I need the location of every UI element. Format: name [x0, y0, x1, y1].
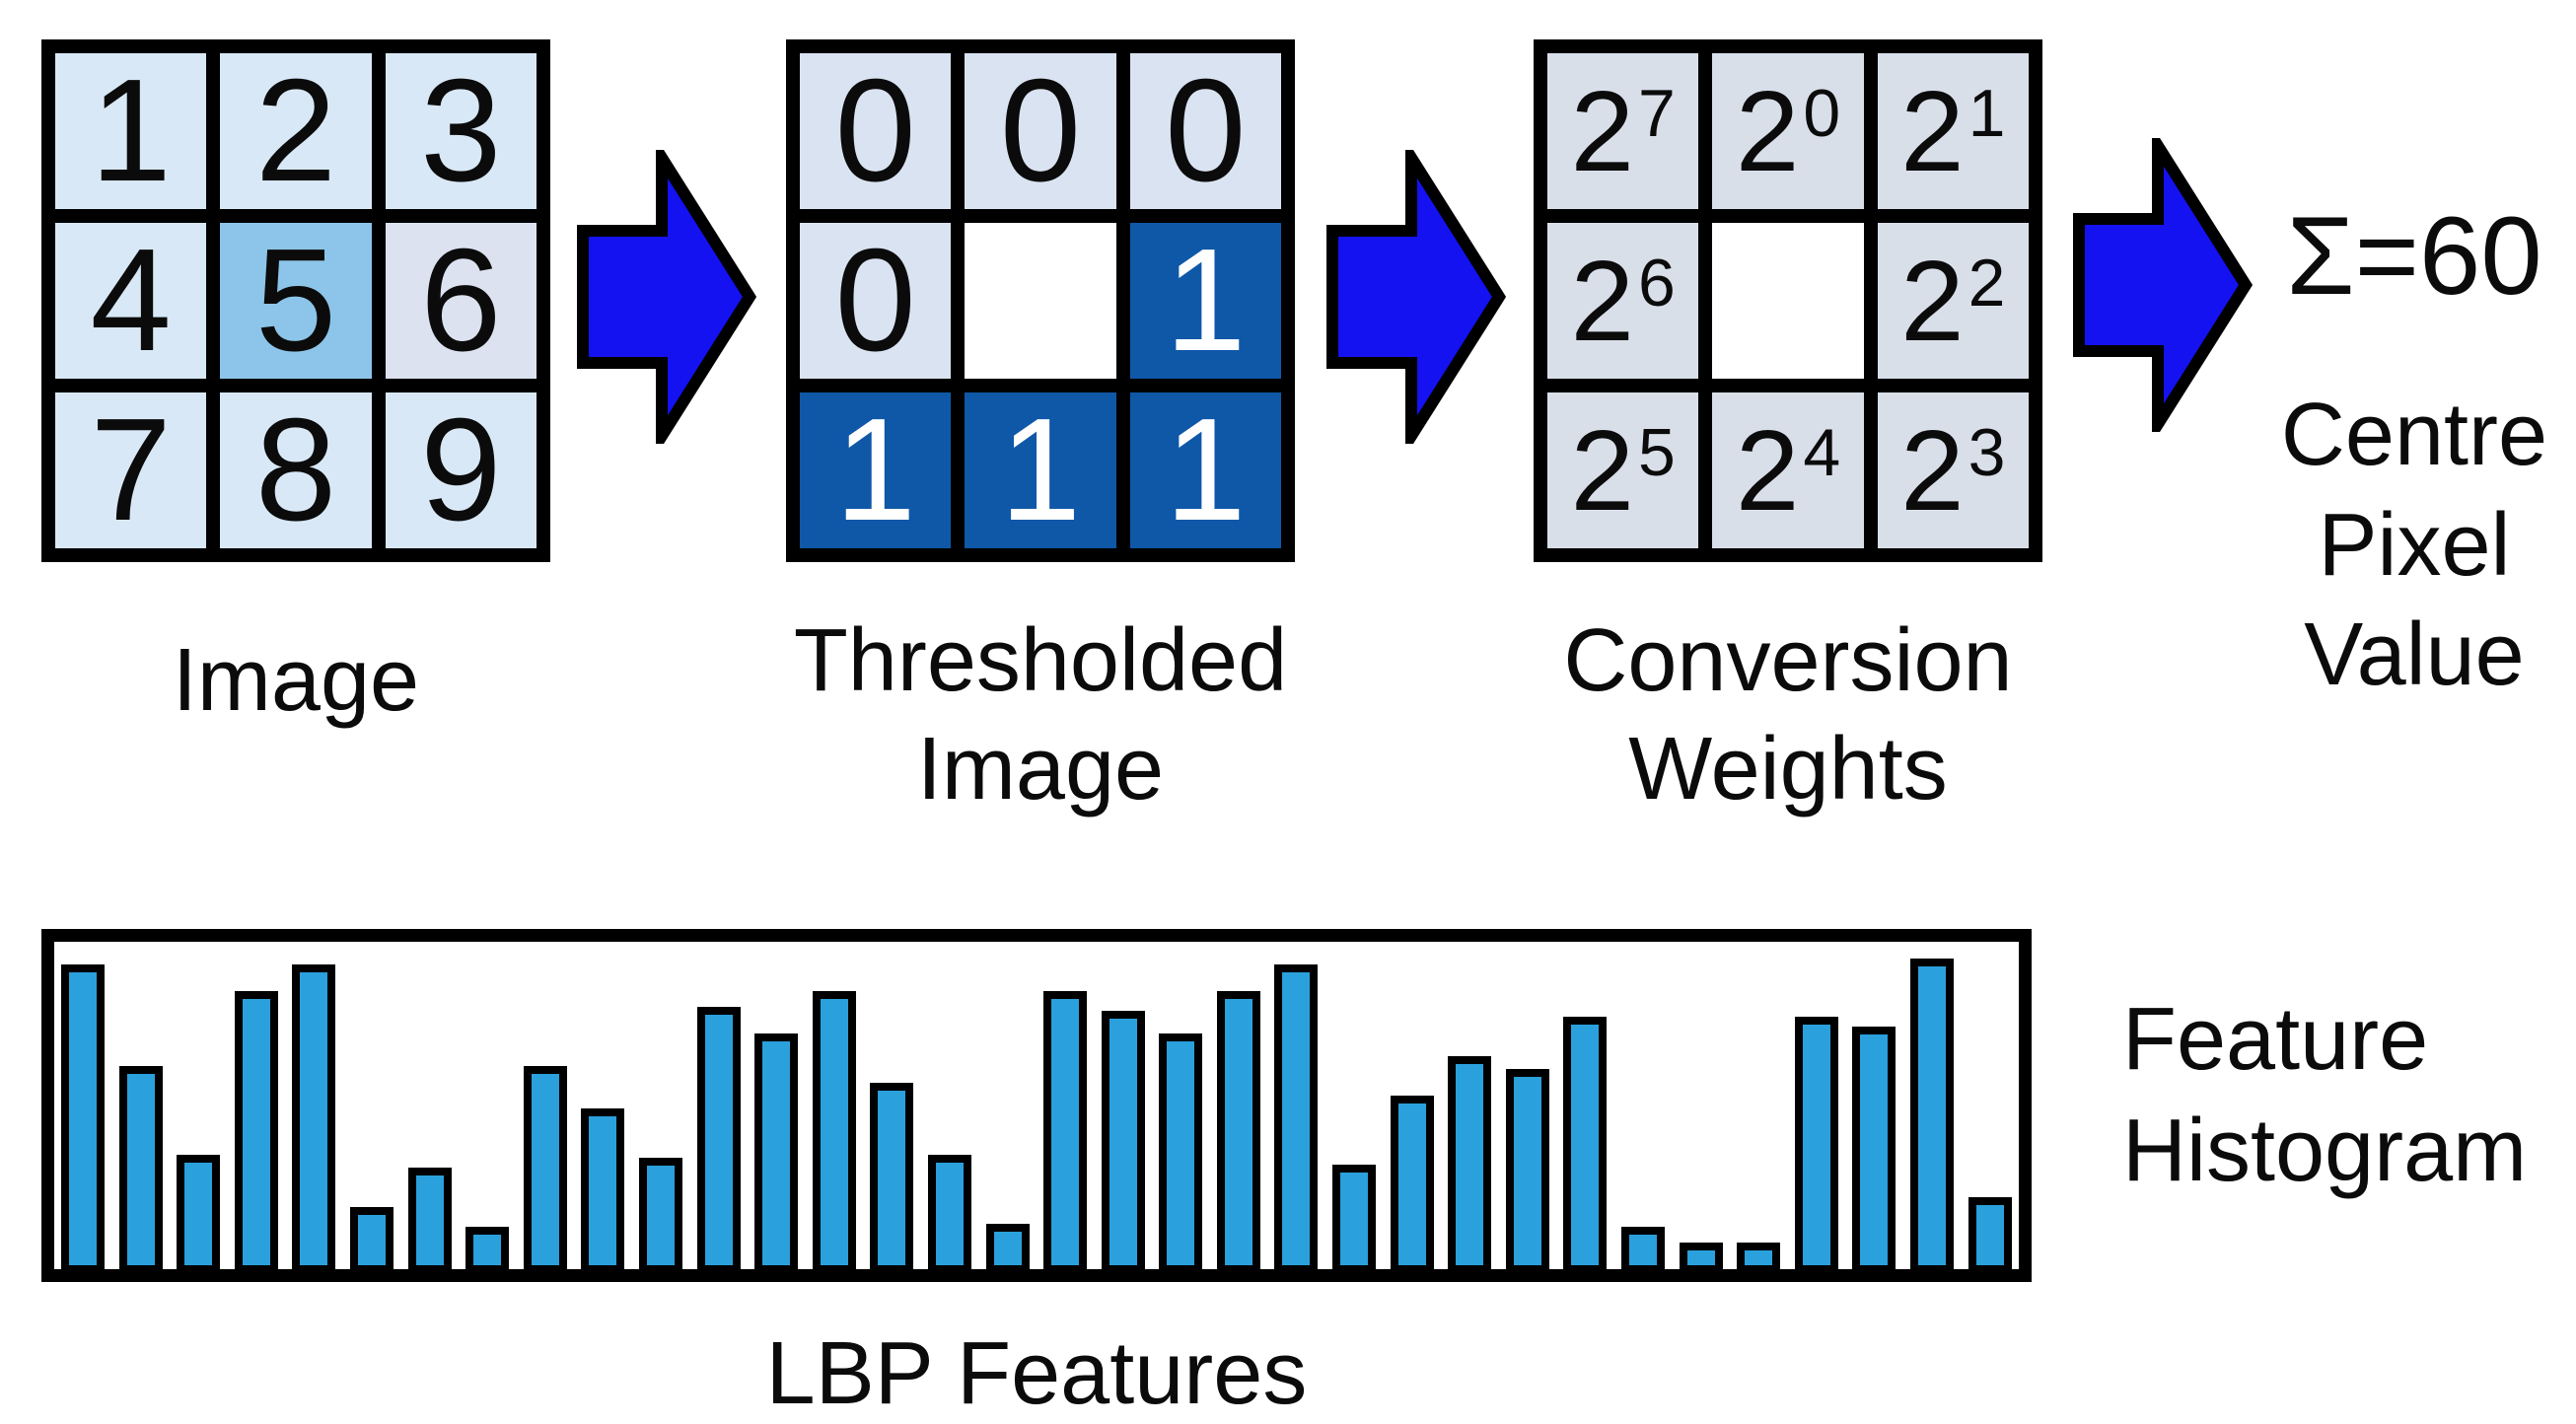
right-arrow-icon [1326, 150, 1506, 444]
histogram-bar [1968, 1196, 2012, 1269]
centre-pixel-value-line3: Value [2304, 605, 2525, 705]
feature-histogram-label-line2: Histogram [2122, 1102, 2528, 1201]
grid-cell: 9 [385, 392, 537, 548]
histogram-bar [812, 990, 856, 1269]
histogram-bar [581, 1108, 625, 1269]
grid-cell: 1 [1129, 223, 1281, 379]
histogram-bar [1043, 990, 1088, 1269]
grid-cell: 0 [800, 53, 952, 209]
feature-histogram [41, 929, 2032, 1282]
histogram-bar [1505, 1069, 1549, 1269]
grid-cell: 2 [220, 53, 372, 209]
histogram-bar [1101, 1010, 1145, 1269]
histogram-bar [985, 1223, 1030, 1269]
histogram-bar [407, 1168, 452, 1269]
histogram-bar [754, 1032, 799, 1269]
histogram-bar [465, 1226, 510, 1269]
centre-pixel-value-label: Centre Pixel Value [2253, 381, 2576, 711]
grid-cell: 0 [800, 223, 952, 379]
histogram-bar [1910, 958, 1954, 1269]
histogram-bar [118, 1066, 163, 1269]
grid-cell: 0 [965, 53, 1116, 209]
histogram-bar [1274, 964, 1319, 1269]
weights-grid-label: Conversion Weights [1534, 607, 2042, 824]
right-arrow-icon [577, 150, 756, 444]
grid-cell: 7 [55, 392, 207, 548]
centre-pixel-value-line2: Pixel [2318, 495, 2511, 595]
histogram-bar [638, 1158, 682, 1269]
histogram-bar [349, 1206, 394, 1269]
histogram-bar [1737, 1243, 1781, 1269]
weights-grid-label-line1: Conversion [1563, 611, 2013, 710]
weights-grid-label-line2: Weights [1628, 719, 1948, 819]
histogram-bar [1794, 1017, 1838, 1269]
grid-cell: 3 [385, 53, 537, 209]
grid-cell: 1 [55, 53, 207, 209]
grid-cell [965, 223, 1116, 379]
feature-histogram-label-line1: Feature [2122, 990, 2429, 1089]
sum-value: Σ=60 [2286, 194, 2542, 318]
histogram-bar [1332, 1164, 1377, 1269]
histogram-bar [696, 1007, 741, 1269]
histogram-bar [1390, 1096, 1434, 1269]
image-grid-label: Image [172, 631, 420, 730]
flow-arrow-3 [2073, 138, 2253, 432]
histogram-bar [1159, 1032, 1203, 1269]
grid-cell: 1 [1129, 392, 1281, 548]
histogram-bar [1448, 1056, 1492, 1269]
grid-cell: 5 [220, 223, 372, 379]
grid-cell: 8 [220, 392, 372, 548]
grid-cell: 0 [1129, 53, 1281, 209]
grid-cell [1712, 223, 1864, 379]
grid-cell: 1 [800, 392, 952, 548]
grid-cell: 1 [965, 392, 1116, 548]
histogram-bar [234, 990, 278, 1269]
histogram-bar [292, 964, 336, 1269]
histogram-bar [177, 1154, 221, 1269]
histogram-bar [61, 964, 105, 1269]
flow-arrow-1 [577, 150, 756, 444]
centre-pixel-value-line1: Centre [2280, 386, 2548, 484]
histogram-bar [1563, 1017, 1608, 1269]
feature-histogram-label: Feature Histogram [2122, 984, 2576, 1208]
right-arrow-icon [2073, 138, 2253, 432]
thresholded-grid-label-line1: Thresholded [793, 611, 1288, 710]
histogram-bar [1216, 990, 1260, 1269]
thresholded-grid-label: Thresholded Image [786, 607, 1295, 824]
lbp-features-label: LBP Features [765, 1324, 1308, 1423]
histogram-bar [1621, 1226, 1666, 1269]
thresholded-grid-label-line2: Image [916, 719, 1165, 819]
grid-cell: 4 [55, 223, 207, 379]
histogram-bar [927, 1154, 971, 1269]
histogram-bar [870, 1082, 914, 1269]
histogram-bar [1852, 1027, 1896, 1269]
histogram-bar [523, 1066, 567, 1269]
grid-cell: 6 [385, 223, 537, 379]
flow-arrow-2 [1326, 150, 1506, 444]
histogram-bar [1679, 1243, 1723, 1269]
